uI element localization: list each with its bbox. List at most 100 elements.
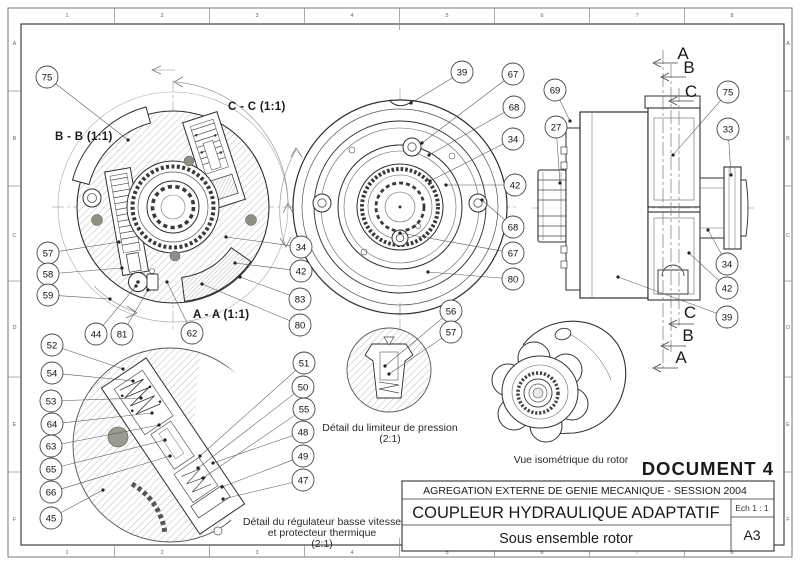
grid-col-label-bottom-3: 3 — [255, 550, 258, 556]
leader-line-53 — [61, 397, 142, 401]
balloon-39: 39 — [715, 305, 739, 329]
caption-iso-rotor: Vue isométrique du rotor — [514, 454, 629, 466]
balloon-number: 80 — [508, 274, 519, 285]
grid-row-label-right-E: E — [786, 422, 790, 428]
balloon-number: 80 — [295, 320, 306, 331]
leader-dot-57 — [117, 240, 121, 244]
leader-dot-47 — [221, 497, 225, 501]
leader-dot-81 — [146, 288, 150, 292]
knob-27 — [537, 169, 567, 243]
balloon-number: 53 — [46, 396, 57, 407]
leader-line-64 — [62, 412, 153, 424]
leader-line-55 — [202, 414, 296, 479]
balloon-39: 39 — [450, 60, 474, 84]
balloon-42: 42 — [715, 276, 739, 300]
balloon-50: 50 — [291, 375, 315, 399]
balloon-number: 39 — [457, 67, 468, 78]
caption-regulateur-line1: Détail du régulateur basse vitesse — [243, 516, 401, 528]
balloon-75: 75 — [35, 65, 59, 89]
housing-body — [579, 111, 649, 299]
leader-line-33 — [728, 139, 732, 176]
balloon-number: 52 — [47, 340, 58, 351]
leader-dot-68 — [480, 198, 484, 202]
leader-dot-49 — [220, 485, 224, 489]
balloon-number: 55 — [299, 404, 310, 415]
balloon-47: 47 — [291, 468, 315, 492]
leader-dot-62 — [165, 280, 169, 284]
grid-row-label-left-D: D — [13, 325, 17, 331]
grid-col-label-bottom-6: 6 — [540, 550, 543, 556]
grid-col-label-bottom-2: 2 — [160, 550, 163, 556]
balloon-number: 68 — [508, 222, 519, 233]
label-section-aa: A - A (1:1) — [193, 309, 249, 321]
leader-line-80 — [201, 283, 290, 322]
leader-line-57 — [58, 241, 120, 252]
leader-dot-45 — [101, 488, 105, 492]
view-section-bb — [52, 65, 302, 332]
balloon-42: 42 — [289, 259, 313, 283]
leader-line-56 — [384, 317, 443, 367]
leader-line-75 — [55, 83, 129, 141]
balloon-number: 67 — [508, 248, 519, 259]
leader-line-49 — [221, 459, 293, 488]
leader-line-83 — [239, 276, 290, 296]
balloon-63: 63 — [39, 434, 63, 458]
balloon-number: 75 — [42, 72, 53, 83]
leader-dot-63 — [157, 423, 161, 427]
title-block: AGREGATION EXTERNE DE GENIE MECANIQUE - … — [401, 480, 775, 552]
leader-dot-58 — [120, 266, 124, 270]
leader-dot-64 — [150, 411, 154, 415]
leader-dot-65 — [163, 438, 167, 442]
view-detail-regulateur — [72, 347, 273, 543]
balloon-33: 33 — [716, 117, 740, 141]
grid-col-label-top-4: 4 — [350, 13, 353, 19]
leader-line-45 — [60, 489, 104, 514]
leader-line-52 — [62, 348, 124, 370]
balloon-68: 68 — [501, 215, 525, 239]
balloon-number: 69 — [550, 85, 561, 96]
view-iso-rotor — [491, 320, 627, 443]
leader-dot-42 — [687, 251, 691, 255]
leader-line-80 — [427, 271, 503, 279]
grid-col-label-bottom-7: 7 — [635, 550, 638, 556]
bolt-dots — [91, 155, 257, 262]
leader-line-57 — [388, 337, 443, 375]
title-block-subtitle: Sous ensemble rotor — [499, 531, 633, 547]
title-block-format: A3 — [743, 527, 760, 543]
caption-regulateur-line2: et protecteur thermique — [268, 527, 377, 539]
balloon-49: 49 — [291, 444, 315, 468]
document-number-label: DOCUMENT 4 — [642, 458, 774, 479]
leader-line-67 — [421, 80, 505, 144]
balloon-62: 62 — [180, 321, 204, 345]
leader-dot-59 — [108, 297, 112, 301]
leader-dot-68 — [427, 153, 431, 157]
grid-row-label-right-F: F — [786, 517, 790, 523]
leader-dot-53 — [139, 396, 143, 400]
caption-limiteur-line1: Détail du limiteur de pression — [322, 422, 458, 434]
leader-line-63 — [61, 424, 160, 445]
caption-limiteur-line2: (2:1) — [379, 433, 401, 445]
grid-row-label-left-C: C — [13, 233, 17, 239]
leader-dot-57 — [387, 372, 391, 376]
balloon-54: 54 — [40, 361, 64, 385]
balloon-67: 67 — [501, 62, 525, 86]
speed-regulator-spring — [104, 166, 150, 277]
balloon-52: 52 — [40, 333, 64, 357]
leader-dot-83 — [238, 275, 242, 279]
section-marker-c-top: C — [685, 82, 697, 101]
grid-row-label-right-A: A — [786, 41, 790, 47]
section-marker-c-bottom: C — [684, 303, 696, 322]
balloon-number: 75 — [723, 87, 734, 98]
leader-dot-39 — [409, 101, 413, 105]
leader-dot-34 — [428, 179, 432, 183]
balloon-number: 66 — [46, 487, 57, 498]
leader-dot-52 — [121, 367, 125, 371]
balloon-number: 57 — [43, 248, 54, 259]
balloon-number: 58 — [43, 269, 54, 280]
caption-regulateur-line3: (2:1) — [311, 538, 333, 550]
title-block-header: AGREGATION EXTERNE DE GENIE MECANIQUE - … — [423, 485, 747, 497]
balloon-number: 63 — [46, 441, 57, 452]
grid-row-label-right-D: D — [786, 325, 790, 331]
